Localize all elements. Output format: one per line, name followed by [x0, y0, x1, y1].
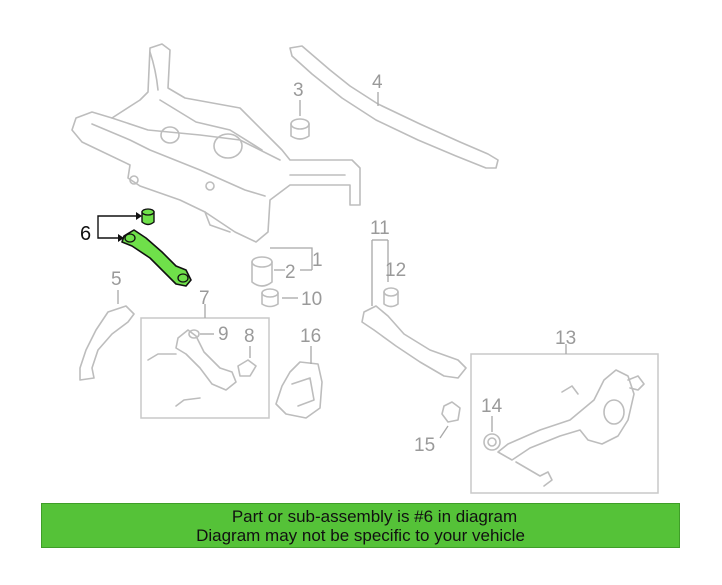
assembly-box-part-13	[470, 344, 659, 494]
callout-8: 8	[244, 326, 255, 347]
nut-part-10	[261, 288, 298, 308]
bushing-part-3	[290, 100, 310, 140]
callout-9: 9	[218, 324, 229, 345]
callout-12: 12	[385, 260, 406, 281]
callout-6-leader	[97, 212, 142, 242]
callout-3: 3	[293, 80, 304, 101]
mount-part-16	[275, 346, 323, 419]
callout-6: 6	[80, 223, 91, 245]
link-part-11	[361, 239, 467, 379]
highlighted-arm-part-6[interactable]	[121, 208, 192, 287]
callout-11: 11	[370, 218, 390, 239]
banner-line-2: Diagram may not be specific to your vehi…	[196, 525, 525, 545]
callout-13: 13	[555, 328, 576, 349]
assembly-box-part-7	[140, 304, 270, 419]
callout-2: 2	[285, 262, 296, 283]
callout-7: 7	[199, 288, 210, 309]
callout-4: 4	[372, 72, 383, 93]
banner-line-1: Part or sub-assembly is #6 in diagram	[231, 506, 518, 526]
callout-5: 5	[111, 269, 122, 290]
subframe-crossmember	[71, 43, 361, 243]
lateral-brace-part-4	[289, 45, 499, 169]
bushing-part-15	[439, 401, 461, 439]
part-info-banner: Part or sub-assembly is #6 in diagram Di…	[41, 503, 680, 548]
callout-1: 1	[312, 250, 323, 271]
callout-16: 16	[300, 326, 321, 347]
callout-15: 15	[414, 435, 435, 456]
bushing-part-2	[251, 247, 313, 287]
callout-14: 14	[481, 396, 503, 417]
arm-part-5	[79, 290, 135, 381]
callout-10: 10	[301, 289, 322, 310]
